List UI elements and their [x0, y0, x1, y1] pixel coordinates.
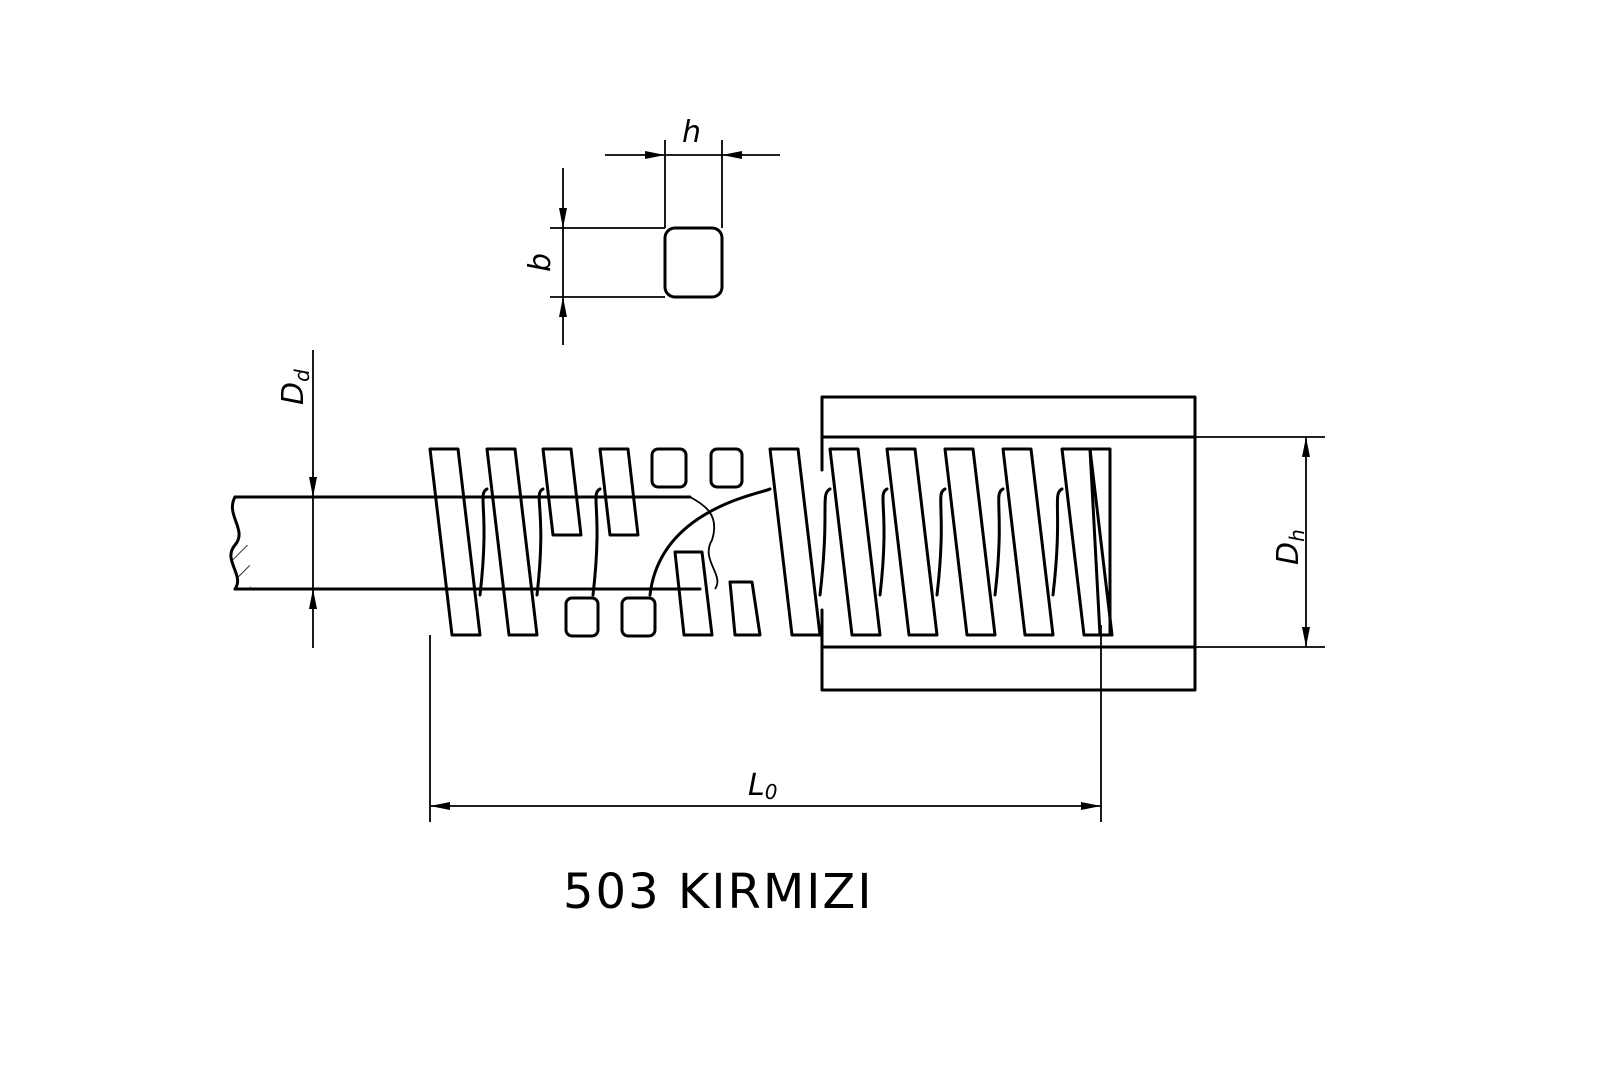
label-h: h: [682, 115, 701, 150]
coil: [1060, 447, 1114, 637]
coil-section: [650, 447, 688, 489]
coil-partial: [673, 550, 714, 637]
housing: [820, 395, 1197, 692]
coil-end: [1088, 447, 1112, 637]
sectioned-coils: [564, 447, 744, 638]
dimension-h: h: [605, 115, 780, 228]
coil-back-line: [935, 487, 947, 597]
dimension-b: b: [523, 168, 665, 345]
label-Lo: L0: [748, 768, 777, 804]
coil-section: [709, 447, 744, 489]
coil-section: [564, 596, 600, 638]
coil: [828, 447, 882, 637]
coil: [885, 447, 939, 637]
coil: [943, 447, 997, 637]
coil: [428, 447, 482, 637]
coil-partial: [598, 447, 640, 537]
dimension-Dh: Dh: [1195, 436, 1325, 648]
coil-back-line: [993, 487, 1005, 597]
coil: [768, 447, 822, 637]
coil-back-line: [878, 487, 889, 597]
spring-title: 503 KIRMIZI: [563, 864, 873, 920]
wire-cross-section: [663, 226, 724, 299]
label-b: b: [523, 253, 558, 272]
dimension-Lo: L0: [429, 625, 1102, 822]
coil: [485, 447, 539, 637]
label-Dd: Dd: [276, 369, 314, 405]
spring-coils: [428, 447, 1114, 637]
label-Dh: Dh: [1271, 529, 1309, 565]
coil-back-line: [535, 487, 545, 597]
coil: [1001, 447, 1055, 637]
coil-back-line: [478, 487, 489, 597]
coil-back-line: [648, 487, 772, 597]
coil-back-line: [591, 487, 602, 597]
dimension-Dd: Dd: [276, 350, 317, 648]
coil-back-line: [818, 487, 832, 597]
coil-section: [620, 596, 657, 638]
coil-back-line: [1051, 487, 1064, 597]
coil-partial: [541, 447, 583, 537]
coil-partial: [728, 580, 762, 637]
